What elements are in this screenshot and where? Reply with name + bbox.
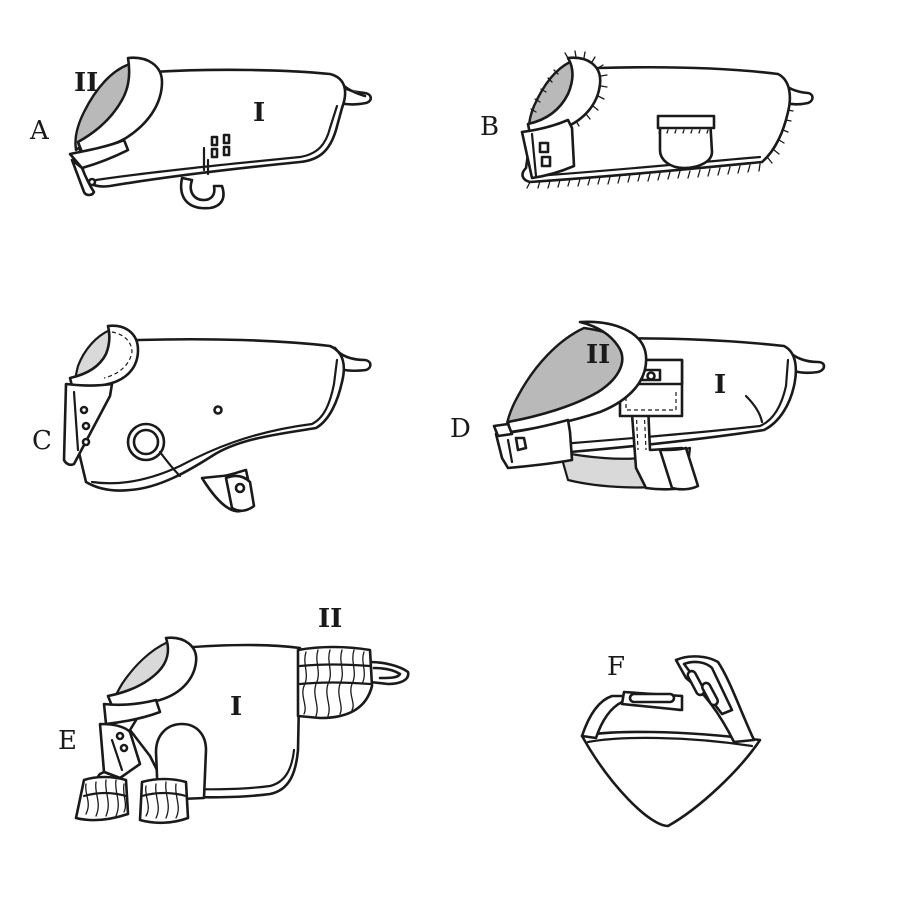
view-a-piece-label-2: II [74, 68, 99, 98]
view-b-label: B [480, 112, 500, 142]
view-e-piece-label-1: I [230, 692, 243, 722]
view-c-coat-illustration [62, 324, 372, 513]
view-b-coat-illustration [520, 50, 814, 189]
view-d-label: D [450, 414, 471, 444]
view-f-label: F [607, 652, 626, 682]
view-e-label: E [58, 726, 77, 756]
view-a-coat-illustration [68, 56, 373, 210]
view-c-label: C [32, 426, 52, 456]
view-a-label: A [30, 116, 49, 146]
view-e-coat-illustration [74, 636, 410, 825]
view-f-bandana-illustration [580, 655, 762, 828]
view-d-coat-illustration [492, 320, 826, 491]
view-e-piece-label-2: II [318, 604, 343, 634]
view-a-piece-label-1: I [253, 98, 266, 128]
view-d-piece-label-2: I [714, 370, 727, 400]
view-d-piece-label-1: II [586, 340, 611, 370]
